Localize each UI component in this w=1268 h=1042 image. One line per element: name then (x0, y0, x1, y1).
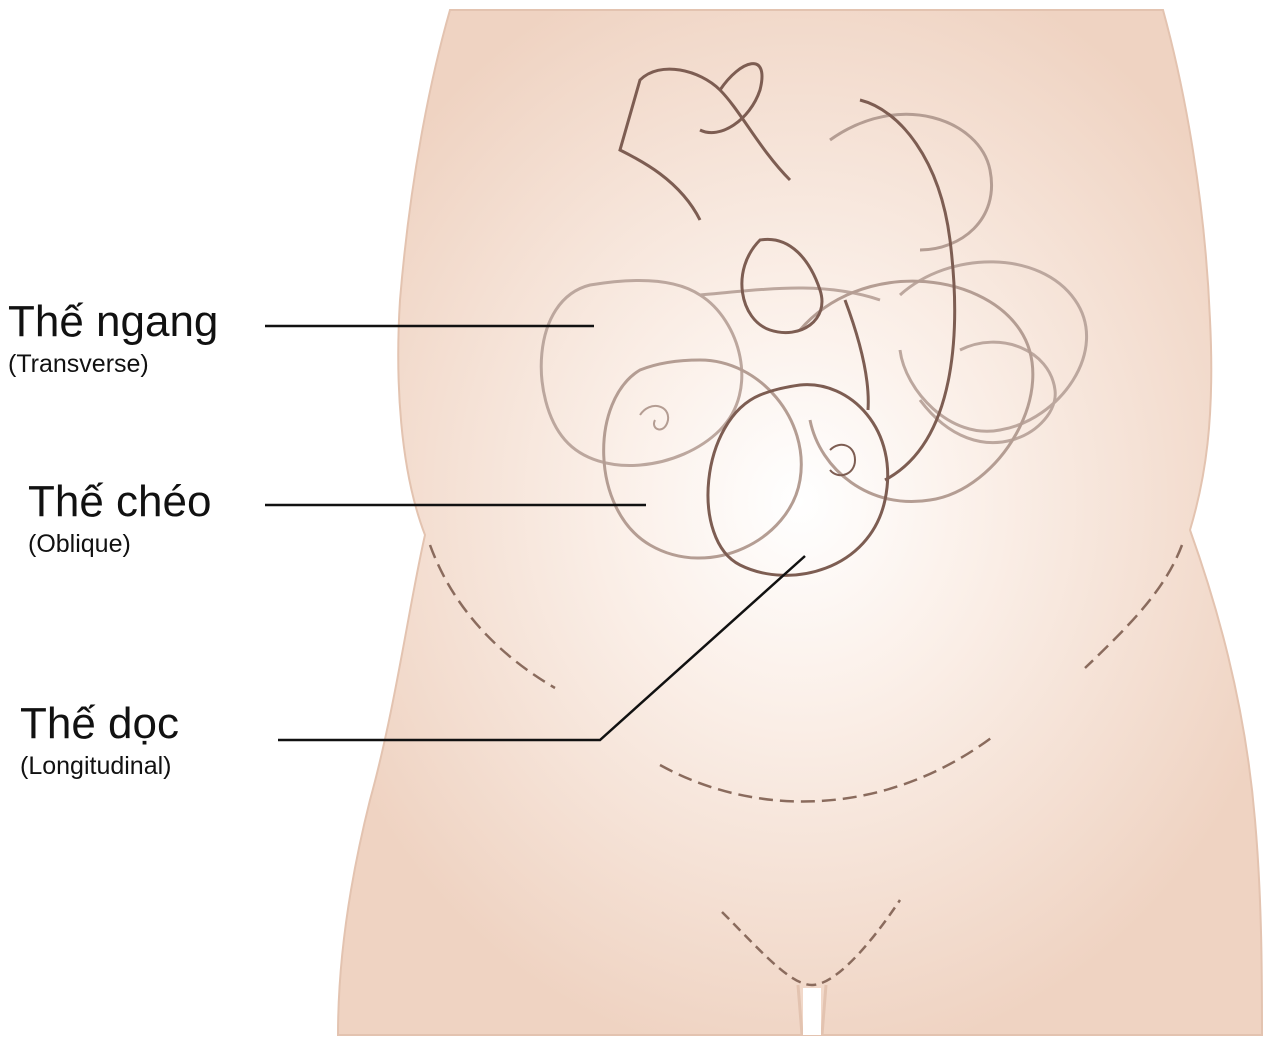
inner-thigh-left (796, 984, 804, 1036)
label-oblique-main: Thế chéo (28, 477, 212, 526)
torso-silhouette (336, 9, 1264, 1036)
left-waist-contour (428, 544, 556, 690)
label-transverse-sub: (Transverse) (8, 350, 149, 378)
label-longitudinal-sub: (Longitudinal) (20, 752, 172, 780)
inner-thigh-right (820, 984, 828, 1036)
label-longitudinal-main: Thế dọc (20, 699, 179, 748)
fetus-longitudinal (618, 62, 957, 577)
label-transverse-main: Thế ngang (8, 297, 219, 346)
leader-line-longitudinal (278, 555, 806, 742)
label-transverse: Thế ngang (Transverse) (8, 300, 218, 377)
thigh-gap (803, 988, 821, 1035)
right-waist-contour (1084, 544, 1184, 669)
lower-belly-contour (659, 734, 996, 803)
label-longitudinal: Thế dọc (Longitudinal) (20, 702, 179, 779)
label-oblique-sub: (Oblique) (28, 530, 131, 558)
label-oblique: Thế chéo (Oblique) (28, 480, 211, 557)
groin-contour (721, 899, 902, 987)
